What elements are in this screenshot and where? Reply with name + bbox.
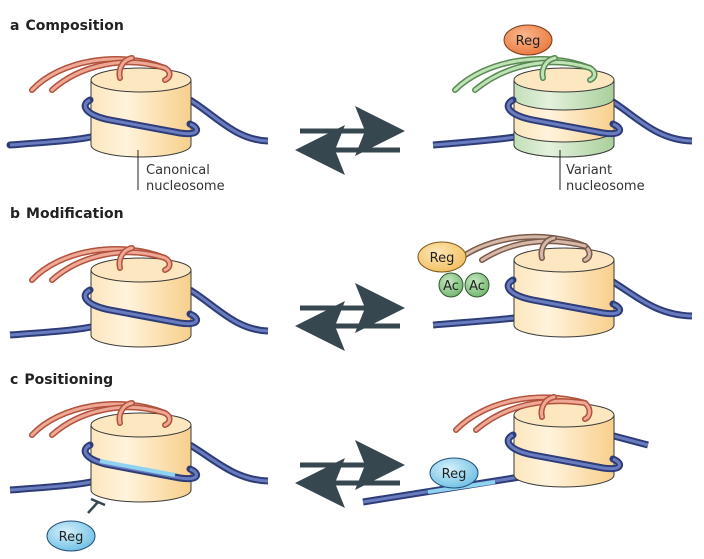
exposed-dna-site (99, 459, 176, 477)
variant-nucleosome: Reg (432, 24, 693, 190)
panel-name: Positioning (24, 372, 114, 388)
canonical-nucleosome-label: Canonical nucleosome (146, 163, 225, 195)
histone-core (90, 79, 192, 158)
panel-name: Composition (25, 18, 124, 34)
regulator-label: Reg (59, 530, 84, 545)
repositioned-nucleosome: Reg (362, 394, 649, 506)
acetyl-label: Ac (469, 279, 485, 294)
histone-top (90, 67, 192, 93)
panel-c-title: c Positioning (10, 372, 113, 388)
acetyl-mark: Ac (438, 272, 464, 298)
acetyl-mark: Ac (464, 272, 490, 298)
regulator-label: Reg (442, 467, 467, 482)
regulator-label: Reg (516, 34, 541, 49)
positioned-nucleosome: Reg (9, 400, 269, 552)
variant-band-bottom (513, 129, 615, 158)
panel-letter: a (10, 18, 20, 34)
acetyl-label: Ac (443, 279, 459, 294)
canonical-nucleosome-b (9, 245, 269, 348)
canonical-nucleosome (6, 55, 269, 190)
equilibrium-arrows-c (295, 440, 405, 508)
regulator-bubble: Reg (46, 520, 96, 552)
panel-name: Modification (26, 206, 124, 222)
panel-b-title: b Modification (10, 206, 124, 222)
equilibrium-arrows (295, 106, 405, 175)
regulator-bubble: Reg (503, 24, 553, 56)
panel-letter: b (10, 206, 21, 222)
label-line-2: nucleosome (146, 179, 225, 194)
regulator-bubble: Reg (417, 241, 467, 273)
equilibrium-arrows-b (295, 283, 405, 351)
inhibition-bar (87, 497, 106, 514)
regulator-label: Reg (430, 251, 455, 266)
label-line-1: Canonical (146, 163, 210, 178)
acetylated-nucleosome: Reg Ac Ac (417, 233, 693, 338)
variant-nucleosome-label: Variant nucleosome (566, 163, 645, 195)
panel-letter: c (10, 372, 19, 388)
panel-a-title: a Composition (10, 18, 124, 34)
label-line-2: nucleosome (566, 179, 645, 194)
label-line-1: Variant (566, 163, 613, 178)
regulator-bubble: Reg (429, 457, 479, 489)
